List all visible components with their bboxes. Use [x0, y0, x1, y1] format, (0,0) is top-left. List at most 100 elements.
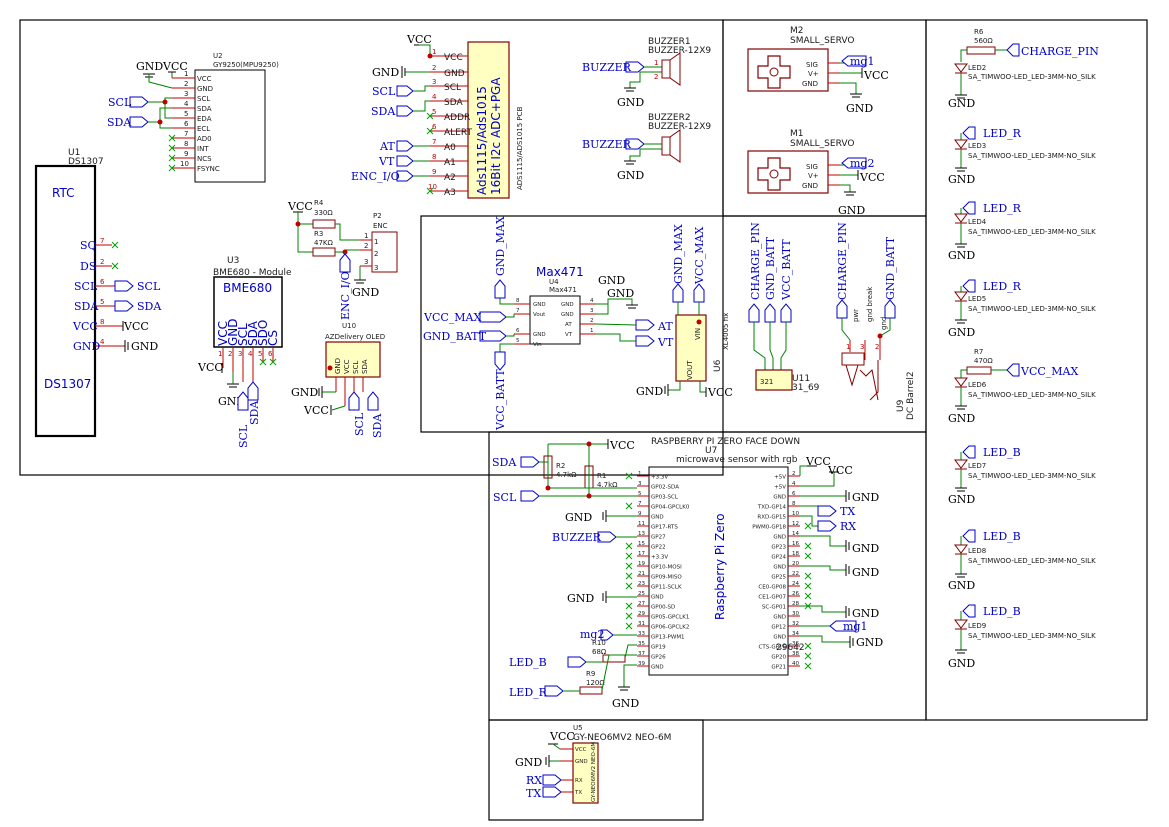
wire	[552, 743, 561, 750]
u2-gnd-net: GND	[136, 60, 163, 73]
schematic-text: SA_TIMWOO-LED_LED-3MM-NO_SILK	[968, 472, 1096, 480]
rpi-pin-name: GP11-SCLK	[651, 585, 682, 591]
wire-segment	[625, 612, 633, 620]
schematic-text: SCL	[197, 95, 210, 103]
wire	[623, 664, 637, 687]
schematic-text: GND	[802, 182, 818, 190]
schematic-text: 1	[374, 238, 378, 246]
symbol-shape	[869, 360, 879, 401]
symbol-group	[360, 239, 372, 267]
schematic-text: LED4	[968, 218, 987, 226]
junction-dot	[696, 319, 702, 325]
u11-charge-net: CHARGE_PIN	[749, 222, 762, 300]
r3-ref: R3	[314, 230, 323, 238]
rpi-pin-number: 5	[638, 491, 642, 497]
wire-segment	[804, 662, 812, 670]
rpi-pin-number: 9	[638, 511, 642, 517]
schematic-text: 2	[184, 80, 188, 88]
led3: LED_R LED3 SA_TIMWOO-LED_LED-3MM-NO_SILK…	[948, 126, 1096, 186]
schematic-text: EDA	[197, 115, 212, 123]
schematic-text: VCC	[863, 69, 889, 82]
rpi-pin-name: CE1-GP07	[758, 595, 786, 601]
rpi-pin-name: CE0-GP08	[758, 585, 786, 591]
schematic-text: 1	[432, 48, 436, 56]
symbol-shape	[494, 279, 506, 299]
wire-segment	[111, 262, 119, 270]
component-body	[747, 150, 829, 194]
adc-ads1115: Ads1115/Ads1015 16Bit I2c ADC+PGA ADS111…	[351, 33, 524, 199]
connector-u11: CHARGE_PIN GND_BATT VCC_BATT 321 U11 31_…	[748, 222, 820, 393]
schematic-text: 9	[432, 168, 436, 176]
u5-gnd-net: GND	[515, 756, 542, 769]
schematic-text: LED7	[968, 462, 986, 470]
led-column: R6 560Ω CHARGE_PIN LED2 SA_TIMWOO-LED_LE…	[948, 28, 1099, 670]
u1-pin-vcc: VCC	[72, 320, 98, 333]
schematic-text: 3	[184, 90, 188, 98]
schematic-text: 6	[432, 123, 437, 131]
u1-pins	[95, 244, 125, 347]
no-connect-mark	[804, 592, 812, 600]
led6-net: VCC_MAX	[1020, 365, 1078, 378]
wire-segment	[625, 602, 633, 610]
rpi-sda-net: SDA	[492, 456, 517, 469]
u5-value: GY-NEO6MV2 NEO-6M	[573, 733, 671, 743]
schematic-text: GND	[533, 302, 546, 308]
symbol-group	[222, 347, 274, 382]
schematic-text: GND	[846, 102, 873, 115]
rpi-5v-net-2: VCC	[827, 464, 853, 477]
schematic-text: GND	[948, 579, 975, 592]
u2-vcc-net: VCC	[162, 60, 188, 73]
led9: LED_B LED9 SA_TIMWOO-LED_LED-3MM-NO_SILK…	[948, 604, 1096, 670]
adc-scl-net: SCL	[372, 85, 396, 98]
u5-tx-net: TX	[526, 787, 541, 800]
schematic-text: GND	[617, 169, 644, 182]
wire	[499, 343, 514, 352]
u3-vcc-net: VCC	[197, 361, 223, 374]
rpi-gnd-net-7: GND	[852, 607, 879, 620]
schematic-text: SMALL_SERVO	[790, 139, 854, 149]
schematic-text: R7	[974, 348, 983, 356]
u9-charge-net: CHARGE_PIN	[836, 222, 849, 300]
schematic-text: SMALL_SERVO	[790, 36, 854, 46]
led8: LED_B LED8 SA_TIMWOO-LED_LED-3MM-NO_SILK…	[948, 529, 1096, 592]
component-body	[747, 48, 829, 92]
symbol-shape	[669, 52, 681, 86]
component-body	[325, 341, 381, 378]
no-connect-mark	[804, 572, 812, 580]
no-connect-mark	[804, 652, 812, 660]
schematic-text: GND	[197, 85, 213, 93]
u9-value: DC Barrel2	[906, 371, 916, 420]
rpi-pin-number: 4	[792, 481, 796, 487]
symbol-shape	[829, 620, 857, 632]
schematic-text: VCC	[575, 747, 587, 753]
wire	[499, 298, 514, 305]
schematic-text: 2	[228, 350, 232, 358]
rpi-led-b-net: LED_B	[509, 656, 547, 669]
schematic-text: GND	[948, 493, 975, 506]
component-body	[966, 46, 996, 55]
rpi-pin-number: 10	[792, 511, 799, 517]
schematic-text: INT	[197, 145, 209, 153]
r4-value: 330Ω	[314, 209, 333, 217]
schematic-text: SA_TIMWOO-LED_LED-3MM-NO_SILK	[968, 632, 1096, 640]
adc-vt-net: VT	[378, 155, 395, 168]
u6-ref: U6	[713, 359, 723, 372]
schematic-text: 2	[590, 318, 594, 324]
rpi-pin-number: 38	[792, 651, 799, 657]
enc-vcc-net: VCC	[287, 200, 313, 213]
wire	[297, 212, 313, 225]
imu-mpu9250: U2 GY9250(MPU9250) VCC GND SCL SDA EDA E…	[107, 52, 279, 183]
symbol-shape	[396, 170, 414, 182]
rpi-scl-net: SCL	[493, 491, 517, 504]
wire	[547, 444, 589, 489]
rpi-pin-name: SC-GP01	[762, 605, 786, 611]
wire-segment	[168, 154, 176, 162]
no-connect-mark	[625, 552, 633, 560]
schematic-text: VCC	[444, 53, 463, 63]
schematic-text: SDA	[246, 320, 260, 346]
wire-segment	[804, 542, 812, 550]
rpi-mg2-net: mg2	[580, 628, 604, 641]
schematic-text: GND	[575, 759, 588, 765]
component-body	[675, 314, 707, 382]
